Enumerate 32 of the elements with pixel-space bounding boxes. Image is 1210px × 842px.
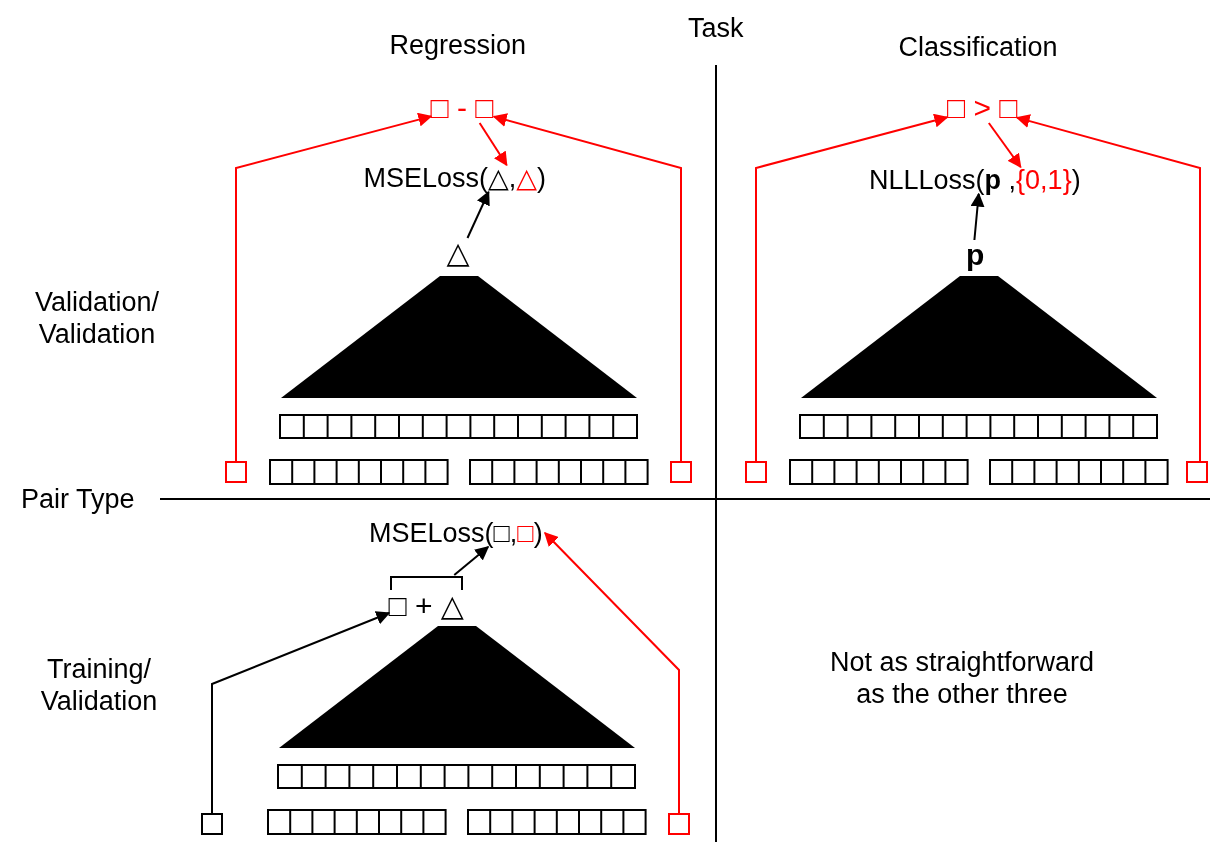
input-square (201, 813, 223, 835)
arrow (1015, 114, 1201, 462)
loss-formula: MSELoss(□,□) (369, 519, 543, 547)
loss-formula: MSELoss(△,△) (363, 164, 547, 192)
arrow (211, 611, 391, 814)
target-square (225, 461, 247, 483)
column-heading: Regression (389, 29, 527, 62)
target-square (745, 461, 767, 483)
arrow (755, 113, 949, 462)
triangle-symbol: △ (446, 238, 470, 268)
arrow (478, 122, 508, 167)
sum-expression: □ + △ (388, 591, 464, 621)
row-heading: Training/ Validation (39, 652, 159, 718)
target-square (670, 461, 692, 483)
axis-title: Pair Type (21, 483, 135, 516)
column-heading: Classification (898, 31, 1058, 64)
arrow (453, 546, 490, 576)
arrow (235, 112, 433, 462)
arrow (544, 532, 680, 814)
difference-expression: □ - □ (430, 93, 494, 123)
arrow (987, 122, 1022, 169)
comparison-expression: □ > □ (947, 93, 1018, 123)
target-square (1186, 461, 1208, 483)
loss-formula: NLLLoss(p ,{0,1}) (869, 166, 1081, 194)
arrow (970, 192, 985, 241)
probability-symbol: p (966, 240, 985, 270)
arrow (492, 113, 682, 462)
target-square (668, 813, 690, 835)
arrow (466, 190, 490, 239)
axis-title: Task (688, 12, 744, 45)
note-text: Not as straightforward as the other three (828, 645, 1096, 711)
row-heading: Validation/ Validation (33, 285, 161, 351)
